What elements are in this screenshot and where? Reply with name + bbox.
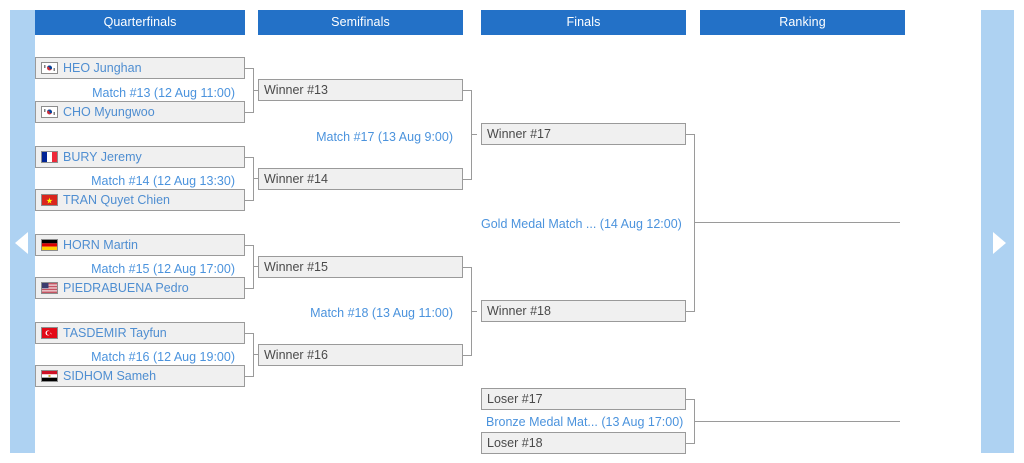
entry-label: Winner #18	[487, 304, 551, 318]
qf-player-slot[interactable]: CHO Myungwoo	[35, 101, 245, 123]
connector	[463, 90, 472, 91]
final-entry-slot[interactable]: Loser #18	[481, 432, 686, 454]
entry-label: Loser #17	[487, 392, 543, 406]
connector	[686, 399, 695, 400]
qf-player-slot[interactable]: SIDHOM Sameh	[35, 365, 245, 387]
connector	[245, 157, 254, 158]
entry-label: Winner #13	[264, 83, 328, 97]
match-link-16[interactable]: Match #16 (12 Aug 19:00)	[91, 350, 235, 364]
qf-player-slot[interactable]: BURY Jeremy	[35, 146, 245, 168]
final-entry-slot[interactable]: Loser #17	[481, 388, 686, 410]
qf-player-slot[interactable]: HEO Junghan	[35, 57, 245, 79]
match-link-17[interactable]: Match #17 (13 Aug 9:00)	[316, 130, 453, 144]
connector	[686, 311, 695, 312]
connector	[253, 354, 259, 355]
flag-ger-icon	[41, 239, 58, 251]
scroll-left-band[interactable]	[10, 10, 35, 453]
scroll-right-band[interactable]	[981, 10, 1014, 453]
connector	[245, 376, 254, 377]
entry-label: Winner #14	[264, 172, 328, 186]
player-name: BURY Jeremy	[63, 150, 142, 164]
connector	[253, 157, 254, 201]
sf-entry-slot[interactable]: Winner #16	[258, 344, 463, 366]
connector-to-ranking	[694, 222, 900, 223]
entry-label: Winner #15	[264, 260, 328, 274]
connector	[686, 134, 695, 135]
connector	[245, 288, 254, 289]
connector-to-ranking	[694, 421, 900, 422]
qf-player-slot[interactable]: HORN Martin	[35, 234, 245, 256]
sf-entry-slot[interactable]: Winner #13	[258, 79, 463, 101]
entry-label: Loser #18	[487, 436, 543, 450]
chevron-right-icon[interactable]	[993, 232, 1006, 254]
connector	[471, 311, 477, 312]
final-entry-slot[interactable]: Winner #18	[481, 300, 686, 322]
player-name: HEO Junghan	[63, 61, 142, 75]
round-header-quarterfinals: Quarterfinals	[35, 10, 245, 35]
connector	[253, 245, 254, 289]
qf-player-slot[interactable]: TRAN Quyet Chien	[35, 189, 245, 211]
player-name: HORN Martin	[63, 238, 139, 252]
connector	[245, 200, 254, 201]
player-name: CHO Myungwoo	[63, 105, 155, 119]
connector	[245, 245, 254, 246]
connector	[253, 178, 259, 179]
connector	[253, 266, 259, 267]
flag-egy-icon	[41, 370, 58, 382]
flag-kor-icon	[41, 62, 58, 74]
connector	[471, 134, 477, 135]
round-header-finals: Finals	[481, 10, 686, 35]
match-link-15[interactable]: Match #15 (12 Aug 17:00)	[91, 262, 235, 276]
flag-fra-icon	[41, 151, 58, 163]
match-link-14[interactable]: Match #14 (12 Aug 13:30)	[91, 174, 235, 188]
connector	[686, 443, 695, 444]
match-link-18[interactable]: Match #18 (13 Aug 11:00)	[310, 306, 453, 320]
qf-player-slot[interactable]: PIEDRABUENA Pedro	[35, 277, 245, 299]
round-header-semifinals: Semifinals	[258, 10, 463, 35]
sf-entry-slot[interactable]: Winner #15	[258, 256, 463, 278]
connector	[463, 267, 472, 268]
match-link-bronze-medal[interactable]: Bronze Medal Mat... (13 Aug 17:00)	[486, 415, 684, 429]
entry-label: Winner #16	[264, 348, 328, 362]
connector	[463, 355, 472, 356]
match-link-13[interactable]: Match #13 (12 Aug 11:00)	[92, 86, 235, 100]
flag-kor-icon	[41, 106, 58, 118]
flag-usa-icon	[41, 282, 58, 294]
flag-tur-icon	[41, 327, 58, 339]
final-entry-slot[interactable]: Winner #17	[481, 123, 686, 145]
player-name: SIDHOM Sameh	[63, 369, 157, 383]
chevron-left-icon[interactable]	[15, 232, 28, 254]
connector	[245, 112, 254, 113]
connector	[463, 179, 472, 180]
connector	[253, 333, 254, 377]
flag-vnm-icon	[41, 194, 58, 206]
player-name: PIEDRABUENA Pedro	[63, 281, 189, 295]
round-header-ranking: Ranking	[700, 10, 905, 35]
player-name: TASDEMIR Tayfun	[63, 326, 167, 340]
connector	[245, 333, 254, 334]
connector	[471, 90, 472, 180]
connector	[253, 90, 259, 91]
qf-player-slot[interactable]: TASDEMIR Tayfun	[35, 322, 245, 344]
connector	[245, 68, 254, 69]
player-name: TRAN Quyet Chien	[63, 193, 170, 207]
sf-entry-slot[interactable]: Winner #14	[258, 168, 463, 190]
match-link-gold-medal[interactable]: Gold Medal Match ... (14 Aug 12:00)	[481, 217, 682, 231]
connector	[694, 134, 695, 312]
entry-label: Winner #17	[487, 127, 551, 141]
